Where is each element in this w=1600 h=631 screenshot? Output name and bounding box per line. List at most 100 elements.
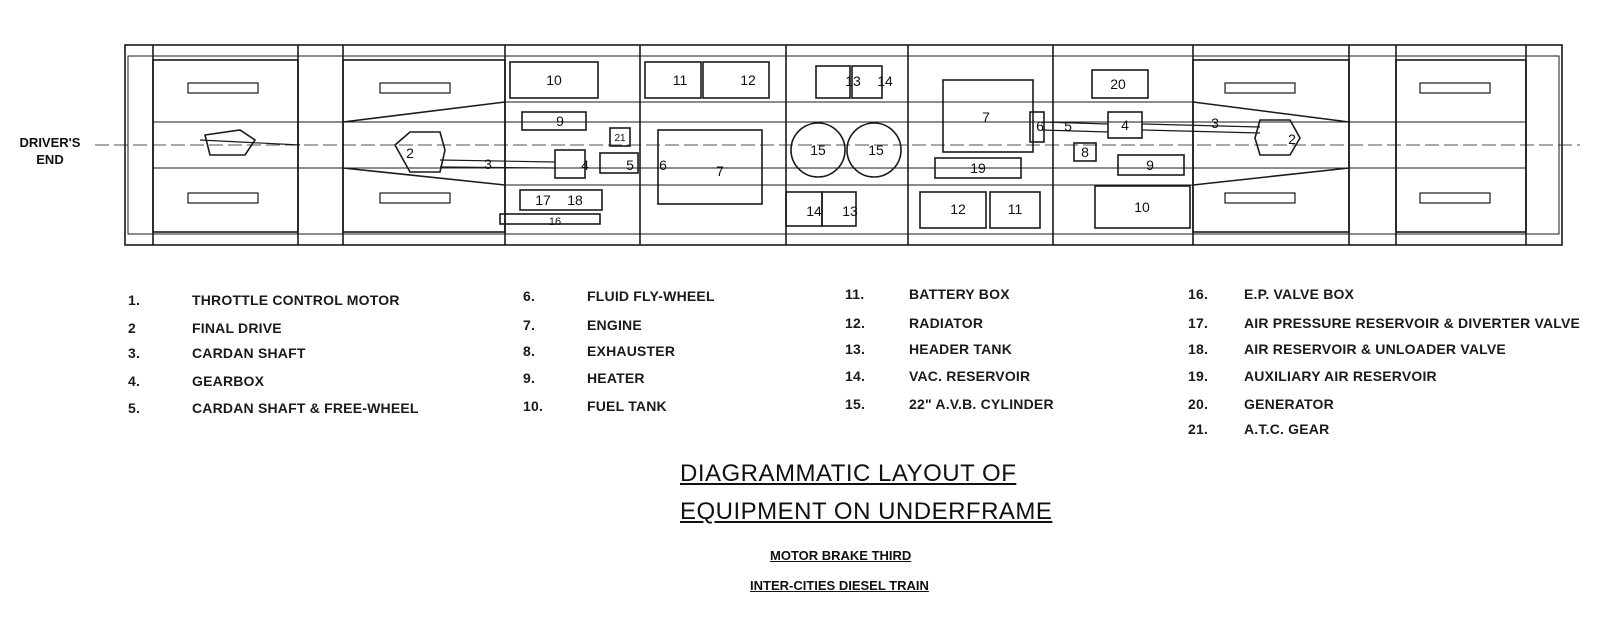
title-line-1: DIAGRAMMATIC LAYOUT OF — [680, 460, 1017, 487]
label-4-left: 4 — [581, 157, 589, 173]
legend-text: E.P. VALVE BOX — [1244, 286, 1355, 302]
drivers-end-line1: DRIVER'S — [19, 135, 81, 150]
box-aux-air — [934, 157, 1022, 179]
box-radiator-right — [919, 191, 987, 229]
bogie-left-inner — [342, 59, 506, 233]
legend-num: 11. — [845, 286, 865, 302]
bogie-left-outer — [152, 59, 299, 233]
label-9-left: 9 — [556, 113, 564, 129]
legend-text: GEARBOX — [192, 373, 265, 389]
bogie-right-inner — [1192, 59, 1350, 233]
legend-num: 21. — [1188, 421, 1209, 437]
label-17: 17 — [535, 192, 551, 208]
box-heater-left — [521, 111, 587, 131]
label-12-right: 12 — [950, 201, 966, 217]
subtitle-line-1: MOTOR BRAKE THIRD — [770, 548, 912, 563]
legend-num: 5. — [128, 400, 141, 416]
legend-text: ENGINE — [587, 317, 642, 333]
legend-num: 14. — [845, 368, 866, 384]
legend-num: 19. — [1188, 368, 1209, 384]
legend-num: 16. — [1188, 286, 1209, 302]
box-radiator-left — [702, 61, 770, 99]
legend-num: 15. — [845, 396, 866, 412]
label-3-left: 3 — [484, 156, 492, 172]
box-fuel-tank-left — [509, 61, 599, 99]
label-13-bottom: 13 — [842, 203, 858, 219]
label-13-top: 13 — [845, 73, 861, 89]
legend-num: 7. — [523, 317, 536, 333]
label-3-right: 3 — [1211, 115, 1219, 131]
legend-num: 20. — [1188, 396, 1209, 412]
label-7-right: 7 — [982, 109, 990, 125]
box-engine-left — [657, 129, 763, 205]
title-line-2: EQUIPMENT ON UNDERFRAME — [680, 498, 1053, 525]
box-engine-right — [942, 79, 1034, 153]
box-vac-reservoir-top — [851, 65, 883, 99]
legend-text: AIR PRESSURE RESERVOIR & DIVERTER VALVE — [1244, 315, 1581, 331]
avb-cylinder-1 — [790, 122, 846, 178]
label-14-bottom: 14 — [806, 203, 822, 219]
box-freewheel-left — [599, 152, 639, 174]
box-ep-valve — [609, 127, 631, 147]
legend-num: 2 — [128, 320, 136, 336]
box-16-lower — [499, 213, 601, 225]
label-10-left: 10 — [546, 72, 562, 88]
legend-num: 10. — [523, 398, 544, 414]
legend-text: BATTERY BOX — [909, 286, 1010, 302]
label-8: 8 — [1081, 144, 1089, 160]
legend-text: VAC. RESERVOIR — [909, 368, 1031, 384]
box-gearbox-left — [554, 149, 586, 179]
label-6-left: 6 — [659, 157, 667, 173]
label-2-left: 2 — [406, 145, 414, 161]
legend-num: 18. — [1188, 341, 1209, 357]
label-10-right: 10 — [1134, 199, 1150, 215]
legend-text: FUEL TANK — [587, 398, 667, 414]
label-16: 16 — [549, 216, 561, 228]
label-18: 18 — [567, 192, 583, 208]
box-air-reservoirs — [519, 189, 603, 211]
label-20: 20 — [1110, 76, 1126, 92]
label-15-right: 15 — [868, 142, 884, 158]
label-7-left: 7 — [716, 163, 724, 179]
legend-num: 9. — [523, 370, 536, 386]
legend-num: 6. — [523, 288, 536, 304]
label-15-left: 15 — [810, 142, 826, 158]
label-21: 21 — [614, 133, 626, 144]
legend-num: 17. — [1188, 315, 1209, 331]
label-2-right: 2 — [1288, 131, 1296, 147]
box-header-tank-bottom — [821, 191, 857, 227]
legend-text: THROTTLE CONTROL MOTOR — [192, 292, 400, 308]
legend-text: A.T.C. GEAR — [1244, 421, 1330, 437]
box-generator — [1091, 69, 1149, 99]
legend-text: RADIATOR — [909, 315, 984, 331]
label-14-top: 14 — [877, 73, 893, 89]
box-battery-right — [989, 191, 1041, 229]
legend-num: 12. — [845, 315, 866, 331]
label-5-left: 5 — [626, 157, 634, 173]
legend-num: 8. — [523, 343, 536, 359]
legend-num: 1. — [128, 292, 141, 308]
legend-text: FLUID FLY-WHEEL — [587, 288, 715, 304]
legend-text: 22" A.V.B. CYLINDER — [909, 396, 1054, 412]
legend-num: 3. — [128, 345, 141, 361]
legend-text: HEADER TANK — [909, 341, 1013, 357]
subtitle-line-2: INTER-CITIES DIESEL TRAIN — [750, 578, 929, 593]
legend-text: GENERATOR — [1244, 396, 1334, 412]
box-fuel-tank-right — [1094, 185, 1191, 229]
legend-text: EXHAUSTER — [587, 343, 676, 359]
box-heater-right — [1117, 154, 1185, 176]
legend-num: 13. — [845, 341, 866, 357]
legend-text: HEATER — [587, 370, 645, 386]
drivers-end-label: DRIVER'S END — [8, 134, 92, 168]
label-11-left: 11 — [673, 72, 688, 88]
box-battery-left — [644, 61, 702, 99]
box-gearbox-right — [1107, 111, 1143, 139]
legend-num: 4. — [128, 373, 141, 389]
legend-text: CARDAN SHAFT — [192, 345, 306, 361]
avb-cylinder-2 — [846, 122, 902, 178]
legend-text: FINAL DRIVE — [192, 320, 282, 336]
label-6-right: 6 — [1036, 118, 1044, 134]
legend-text: CARDAN SHAFT & FREE-WHEEL — [192, 400, 419, 416]
label-5-right: 5 — [1064, 118, 1072, 134]
legend-text: AUXILIARY AIR RESERVOIR — [1244, 368, 1437, 384]
